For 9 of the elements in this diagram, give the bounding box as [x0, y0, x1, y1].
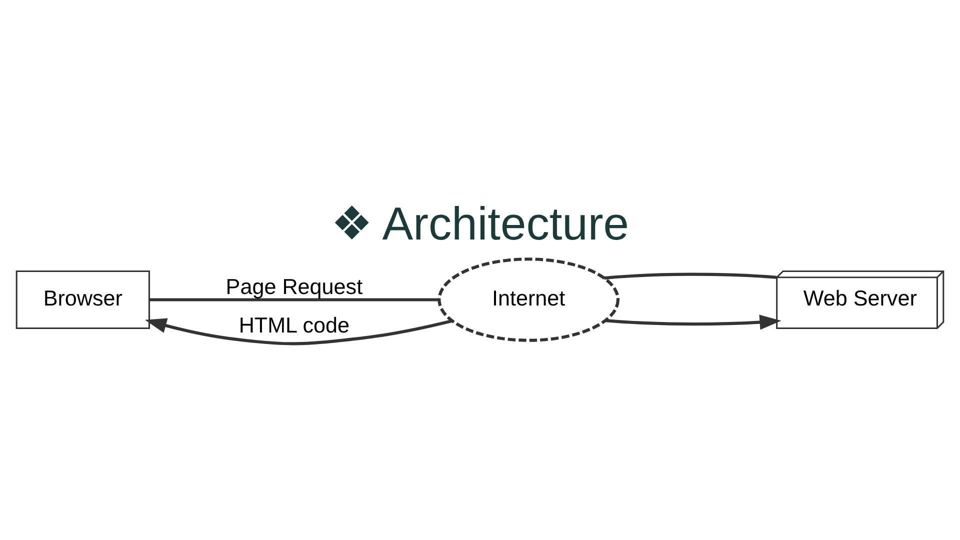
edge-label: HTML code [238, 312, 350, 338]
node-ellipse: Internet [438, 258, 620, 342]
diagram-title: ❖ Architecture [330, 197, 630, 250]
connector [604, 272, 777, 280]
arrow [144, 318, 453, 346]
arrow [605, 314, 782, 330]
connector [149, 298, 440, 302]
edge-label: Page Request [226, 274, 363, 299]
node-box: Browser [16, 270, 150, 330]
